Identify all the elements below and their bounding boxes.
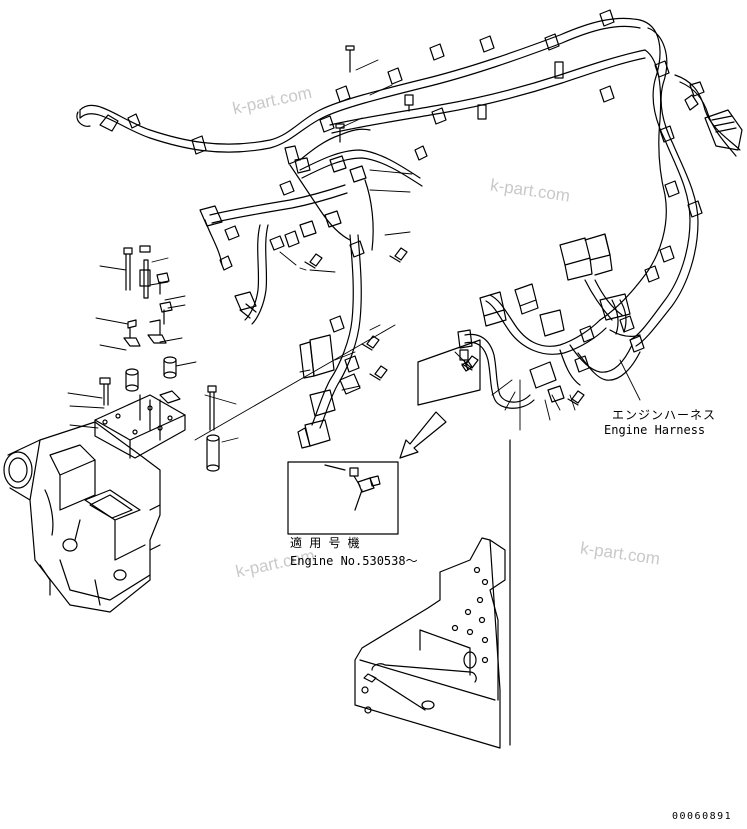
harness-label-en: Engine Harness: [604, 423, 706, 437]
fuel-pump-bracket-assembly: [3, 245, 396, 613]
applicable-serial-label: Engine No.530538～: [290, 554, 418, 568]
engine-harness-wire: [76, 17, 743, 449]
harness-label-jp: エンジンハーネス: [612, 408, 717, 422]
detail-box: [287, 461, 399, 535]
drawing-number: 00060891: [672, 811, 733, 822]
harness-clamps: [99, 9, 703, 395]
mounting-bracket: [354, 439, 511, 749]
applicable-label-jp: 適 用 号 機: [290, 536, 360, 550]
leader-lines-left: [67, 257, 239, 443]
detail-panel-small: [417, 339, 481, 406]
direction-arrow: [399, 411, 447, 459]
